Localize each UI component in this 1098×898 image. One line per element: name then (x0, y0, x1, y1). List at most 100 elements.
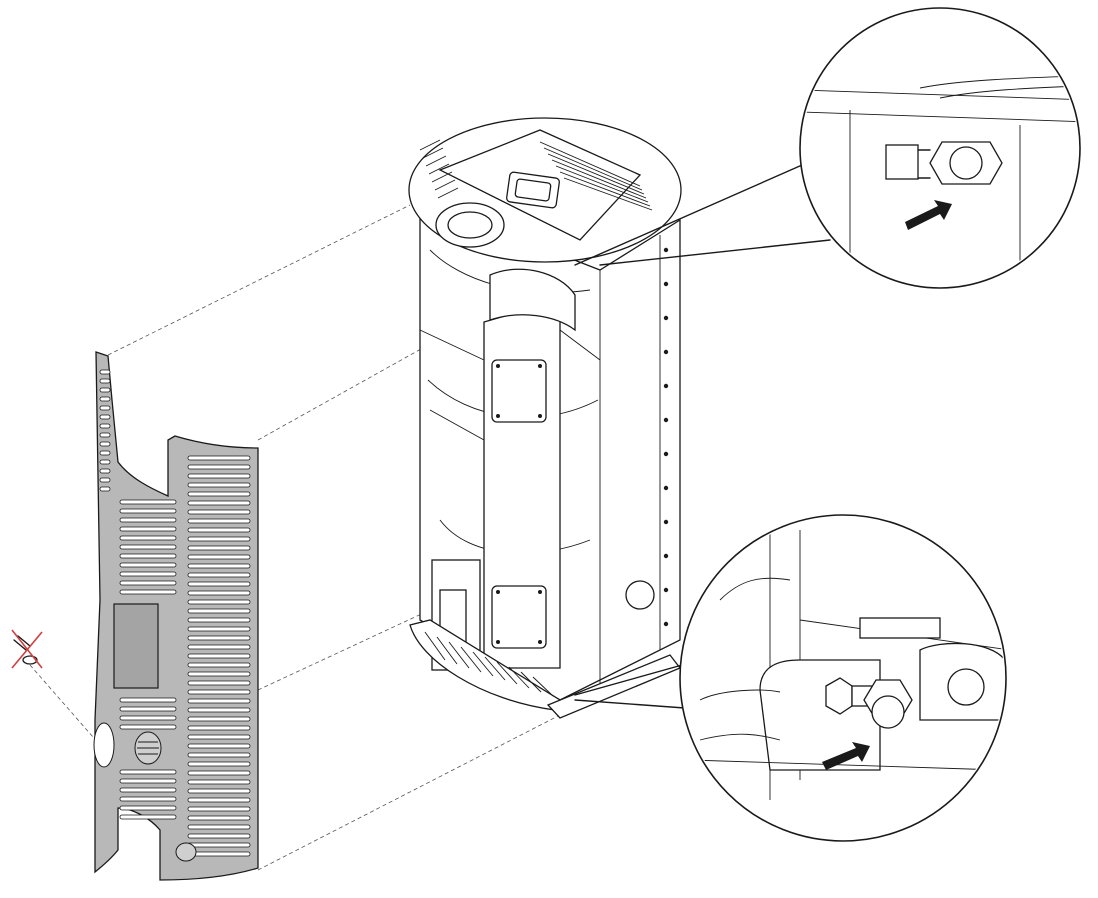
panel-slot (187, 824, 251, 830)
panel-slot (187, 815, 251, 821)
panel-slot (187, 545, 251, 551)
panel-slot (99, 477, 111, 483)
panel-slot (99, 387, 111, 393)
panel-slot (187, 806, 251, 812)
panel-slot (187, 698, 251, 704)
rivet (663, 281, 669, 287)
panel-slot (187, 662, 251, 668)
screw-hole (93, 722, 115, 768)
bottom-hole (175, 842, 197, 862)
alignment-lines (29, 204, 561, 871)
rivet (663, 349, 669, 355)
panel-slot (187, 518, 251, 524)
base-slot (472, 651, 494, 677)
panel-slot (119, 796, 177, 802)
panel-slot (187, 599, 251, 605)
panel-slot (119, 535, 177, 541)
panel-slot (99, 405, 111, 411)
panel-slot (119, 814, 177, 820)
panel-slot (99, 486, 111, 492)
panel-slot (187, 536, 251, 542)
panel-slot (187, 554, 251, 560)
panel-slot (187, 716, 251, 722)
panel-slot (119, 769, 177, 775)
base-slot (484, 656, 506, 681)
panel-slot (187, 527, 251, 533)
screw-removal-prohibited-icon (11, 629, 43, 669)
panel-slot (187, 707, 251, 713)
panel-slot (187, 752, 251, 758)
panel-slot (187, 473, 251, 479)
rivet (663, 451, 669, 457)
panel-slot (187, 617, 251, 623)
panel-slot (119, 499, 177, 505)
panel-slot (99, 450, 111, 456)
panel-slot (187, 851, 251, 857)
panel-slot (99, 378, 111, 384)
rivet (663, 553, 669, 559)
panel-slot (187, 653, 251, 659)
detail-view-top (799, 7, 1081, 289)
panel-slot (119, 787, 177, 793)
panel-slot (187, 779, 251, 785)
grille-bar (419, 139, 441, 151)
panel-slot (99, 459, 111, 465)
panel-slot (187, 833, 251, 839)
base-slot (460, 646, 482, 673)
inspection-cover-top (491, 359, 547, 423)
panel-slot (99, 441, 111, 447)
grille-bar (547, 153, 645, 195)
panel-slot (187, 689, 251, 695)
panel-slot (119, 580, 177, 586)
panel-slot (99, 414, 111, 420)
housing-rivets (663, 247, 669, 627)
panel-slot (187, 725, 251, 731)
grille-bar (543, 147, 643, 191)
panel-slot (99, 423, 111, 429)
panel-slot (119, 517, 177, 523)
panel-slot (187, 743, 251, 749)
panel-slot (187, 455, 251, 461)
base-slot (508, 666, 530, 689)
rivet (663, 485, 669, 491)
panel-slot (187, 761, 251, 767)
panel-slot (119, 697, 177, 703)
side-panel (93, 351, 259, 881)
grille-bar (539, 141, 641, 187)
panel-slot (119, 778, 177, 784)
rivet (663, 417, 669, 423)
panel-slot (119, 805, 177, 811)
panel-slot (119, 553, 177, 559)
panel-slot (187, 500, 251, 506)
panel-slot (187, 482, 251, 488)
rivet (663, 621, 669, 627)
panel-slot (187, 770, 251, 776)
panel-slot (119, 589, 177, 595)
panel-slot (187, 572, 251, 578)
arrow-icon (822, 742, 870, 770)
grille-bar (434, 179, 456, 191)
base-slot (448, 641, 470, 669)
panel-slot (187, 644, 251, 650)
base-slot (436, 636, 458, 665)
panel-slot (187, 581, 251, 587)
panel-slot (119, 544, 177, 550)
panel-slot (99, 369, 111, 375)
base-slot (520, 671, 542, 693)
base-slot (496, 661, 518, 685)
inspection-cover-bottom (491, 585, 547, 649)
grille-bar (555, 165, 649, 203)
grille-bar (551, 159, 647, 199)
panel-slot (119, 526, 177, 532)
panel-slot (187, 680, 251, 686)
base-slots (424, 631, 554, 697)
panel-slot (187, 671, 251, 677)
panel-slot (119, 724, 177, 730)
panel-slot (99, 432, 111, 438)
panel-slot (187, 509, 251, 515)
panel-slot (119, 562, 177, 568)
nut (885, 144, 919, 180)
rivet (663, 315, 669, 321)
base-slot (532, 676, 554, 697)
